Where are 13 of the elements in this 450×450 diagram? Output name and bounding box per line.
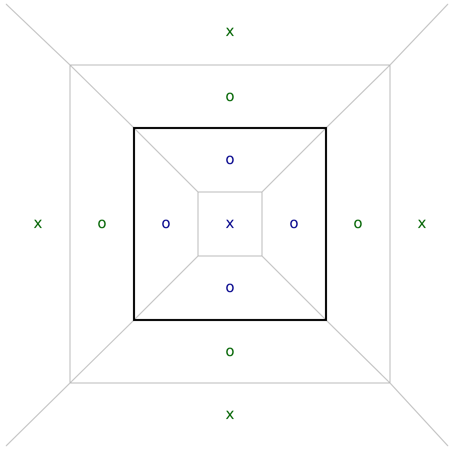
circle-mark: o — [289, 216, 299, 231]
cross-mark: x — [226, 24, 234, 39]
cross-mark: x — [418, 216, 426, 231]
circle-mark: o — [225, 280, 235, 295]
circle-mark: o — [97, 216, 107, 231]
cross-mark: x — [226, 216, 234, 231]
circle-mark: o — [225, 88, 235, 104]
circle-mark: o — [353, 216, 363, 231]
circle-mark: o — [225, 344, 235, 359]
cross-mark: x — [226, 406, 234, 422]
circle-mark: o — [225, 152, 235, 167]
cross-mark: x — [34, 216, 42, 231]
circle-mark: o — [161, 216, 171, 231]
